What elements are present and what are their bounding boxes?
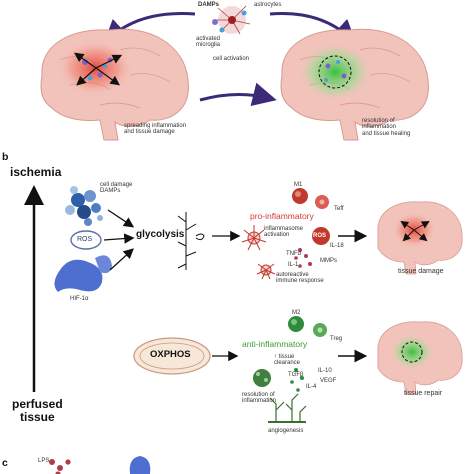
perfused-tissue-label: perfused tissue: [12, 397, 63, 424]
ischemia-label: ischemia: [10, 165, 62, 179]
autoreactive-label: autoreactive immune response: [276, 272, 324, 285]
hif-label: HIF-1α: [70, 296, 89, 302]
il4-label: IL-4: [306, 384, 317, 390]
mmps-label: MMPs: [320, 258, 337, 264]
inflammasome-label: inflammasome activation: [264, 226, 304, 239]
tissue-damage-label: tissue damage: [398, 268, 444, 275]
cell-activation-label: cell activation: [213, 56, 250, 62]
spreading-inflammation-caption: spreading inflammation and tissue damage: [124, 123, 187, 136]
tnfa-label: TNFα: [286, 251, 302, 257]
activated-microglia-label: activated microglia: [196, 36, 221, 49]
hif-protein-icon: [54, 255, 112, 292]
brain-healing: [280, 28, 429, 141]
cell-damage-cluster-icon: [65, 186, 103, 226]
mitochondrion-icon: [133, 337, 211, 375]
m2-label: M2: [292, 310, 301, 316]
ros-right-label: ROS: [313, 233, 327, 239]
anti-cytokine-dots: [290, 368, 304, 392]
panel-c-letter: c: [2, 457, 8, 469]
brain-tissue-repair-icon: [377, 321, 463, 395]
inflammasome-cell-icon: [241, 225, 267, 251]
pro-inflammatory-label: pro-inflammatory: [250, 211, 314, 221]
ros-left-label: ROS: [77, 236, 93, 243]
panel-b-letter: b: [2, 151, 9, 163]
treg-label: Treg: [330, 336, 343, 342]
autoreactive-cell-icon: [256, 263, 276, 280]
damps-label: DAMPs: [198, 2, 220, 8]
brain-inflamed: [40, 28, 189, 141]
cell-damage-label: cell damage DAMPs: [100, 182, 133, 195]
glycolysis-label: glycolysis: [136, 229, 185, 240]
angiogenesis-icon: [268, 393, 307, 423]
vegf-label: VEGF: [320, 378, 337, 384]
m1-macrophage-icon: [292, 188, 308, 204]
resolution-caption: resolution of inflammation and tissue he…: [362, 118, 411, 137]
lps-label: LPS: [38, 458, 50, 464]
lps-dots: [49, 459, 71, 474]
glycolysis-pathway-icon: [177, 212, 205, 270]
m1-label: M1: [294, 182, 303, 188]
astrocytes-label: astrocytes: [254, 2, 282, 8]
tissue-clearance-label: ↑ tissue clearance: [274, 354, 301, 367]
ros-right-circle: [312, 227, 330, 245]
il18-label: IL-18: [330, 243, 344, 249]
tissue-repair-label: tissue repair: [404, 390, 443, 397]
arrow-middle: [199, 82, 277, 107]
angiogenesis-label: angiogenesis: [268, 428, 304, 434]
tgfb-label: TGFβ: [288, 372, 304, 378]
anti-inflammatory-label: anti-inflammatory: [242, 339, 308, 349]
clearance-macrophage-icon: [253, 369, 271, 387]
ros-left-oval: [70, 230, 102, 250]
treg-cell-icon: [313, 323, 327, 337]
arrows-into-glycolysis: [103, 209, 135, 271]
m2-macrophage-icon: [288, 316, 304, 332]
astrocyte-cluster: [212, 5, 251, 35]
il10-label: IL-10: [318, 368, 332, 374]
cytokine-dots: [294, 248, 312, 268]
panel-c-protein-icon: [129, 456, 151, 474]
teff-label: Teff: [334, 206, 344, 212]
il1-label: IL-1: [288, 262, 299, 268]
resolution-of-inflammation-label: resolution of inflammation: [242, 392, 277, 405]
teff-cell-icon: [315, 195, 329, 209]
brain-tissue-damage-icon: [377, 201, 463, 275]
oxphos-label: OXPHOS: [150, 349, 191, 360]
